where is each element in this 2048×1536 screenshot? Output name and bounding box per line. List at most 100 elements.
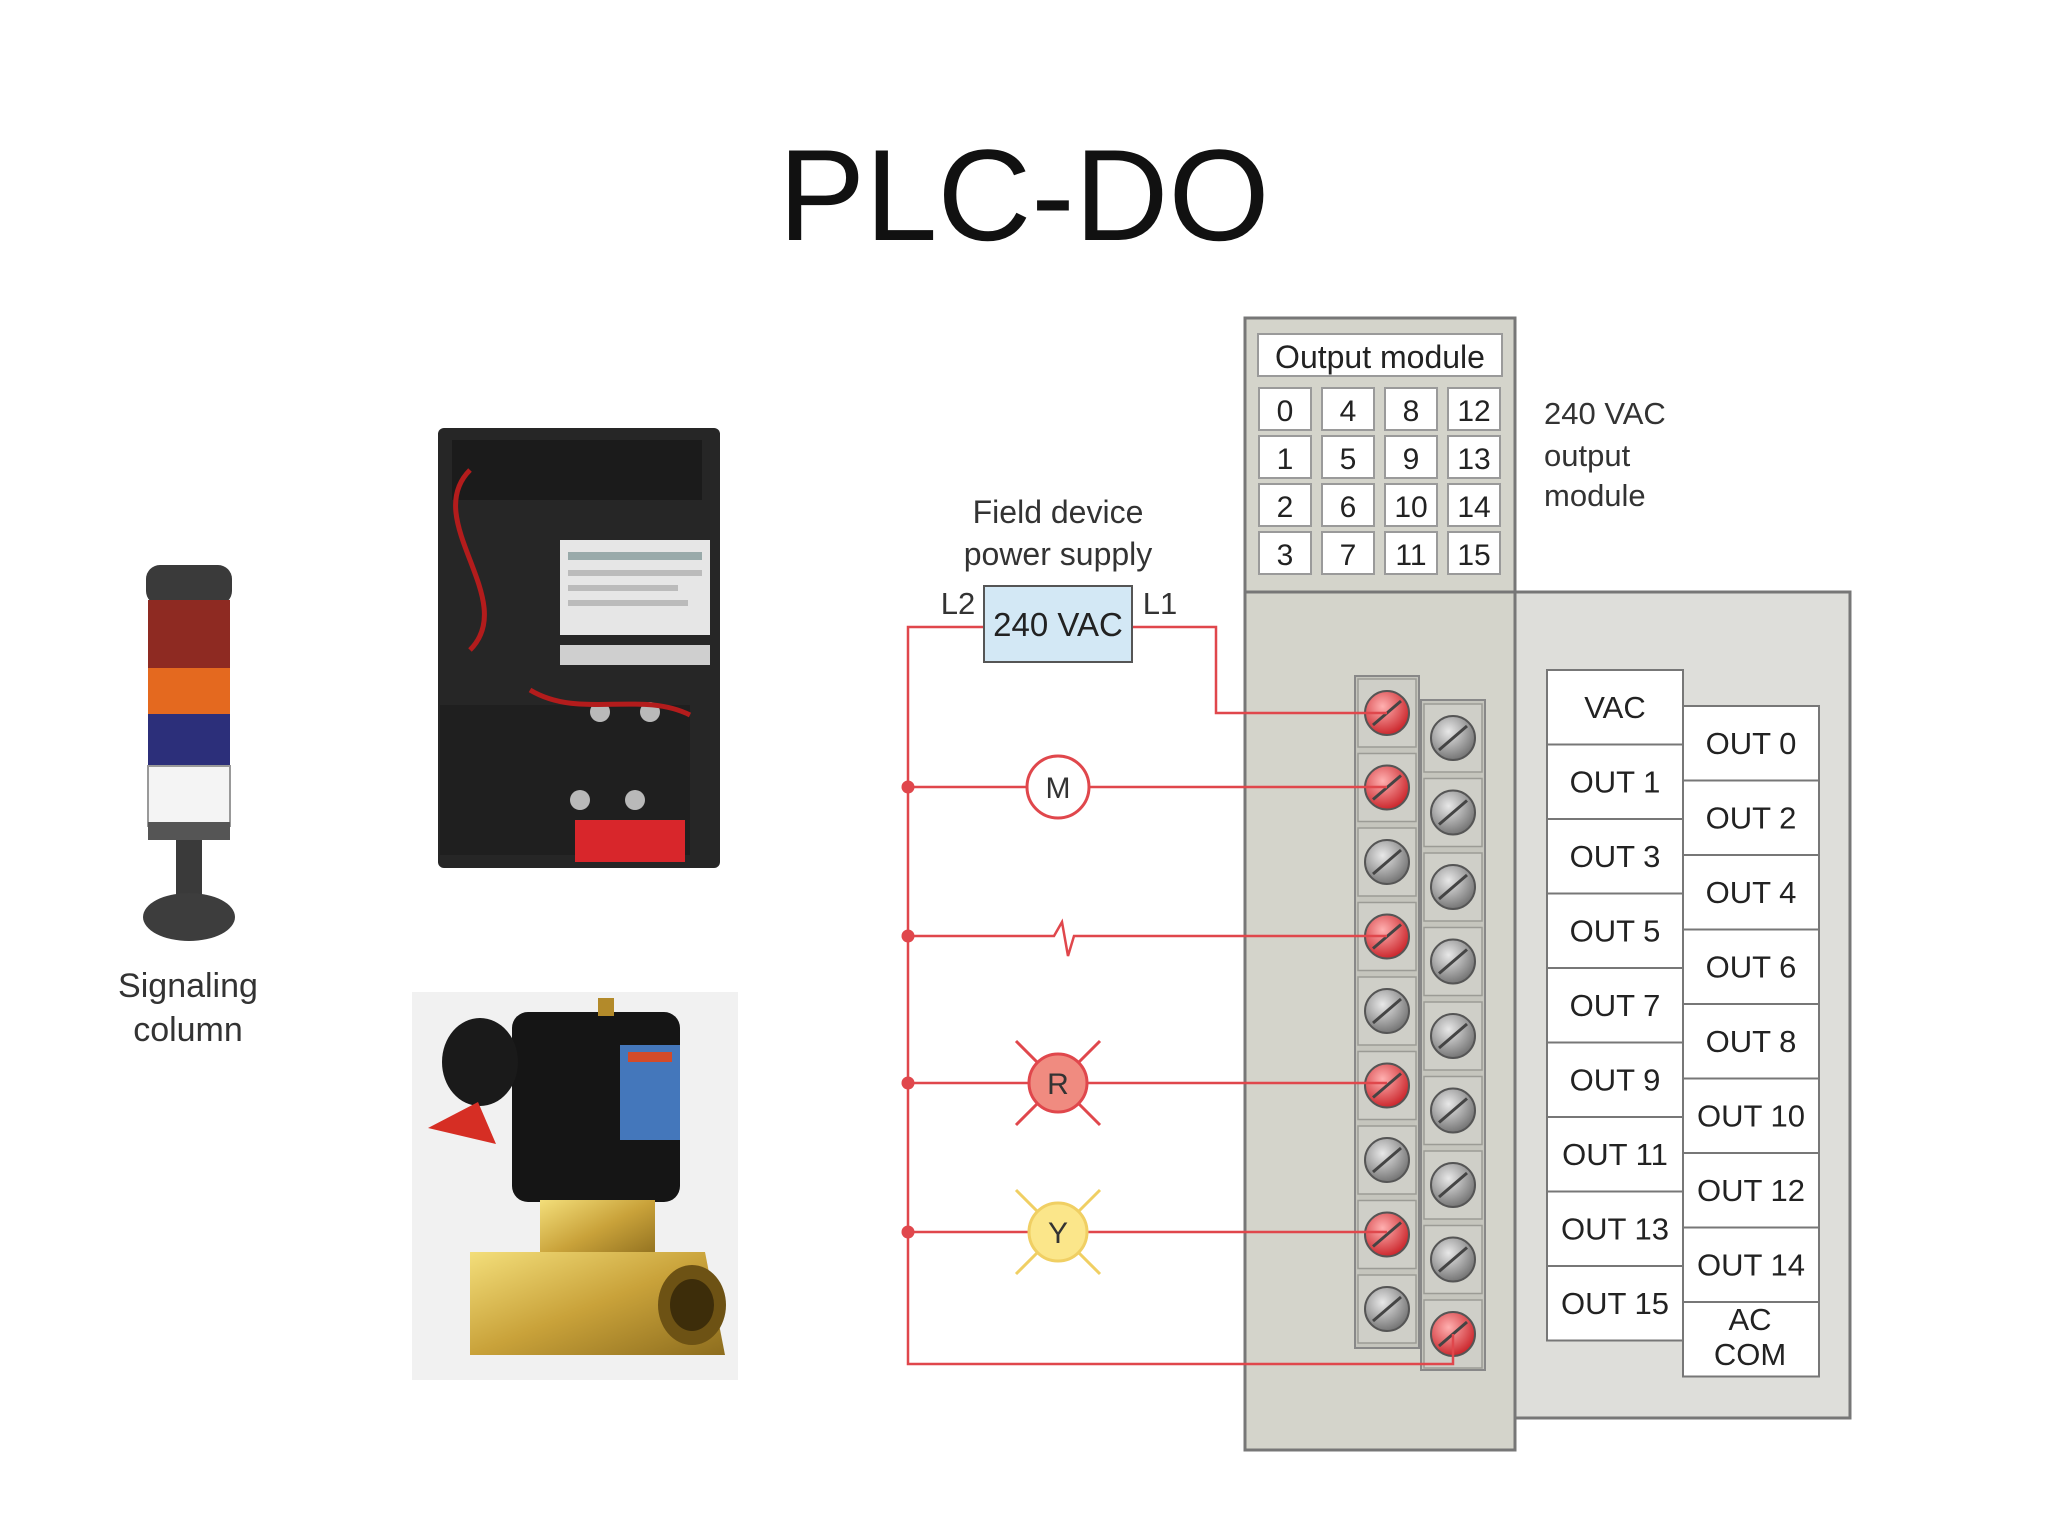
screw-slot xyxy=(1438,948,1468,975)
module-description-line2: output xyxy=(1544,438,1631,473)
power-supply-l2-label: L2 xyxy=(941,586,975,621)
wire xyxy=(908,918,1387,957)
left-terminal-label: OUT 5 xyxy=(1570,914,1661,949)
indicator-cell xyxy=(1258,435,1312,479)
red-lamp-symbol xyxy=(1027,1052,1089,1114)
right-terminal-label: OUT 8 xyxy=(1706,1024,1797,1059)
yellow-lamp-label: Y xyxy=(1048,1217,1068,1250)
power-supply: Field device power supply 240 VAC L2 L1 xyxy=(941,494,1177,663)
ac-com-line1: AC xyxy=(1728,1302,1771,1337)
indicator-cell xyxy=(1258,483,1312,527)
indicator-number: 8 xyxy=(1403,395,1420,428)
indicator-number: 15 xyxy=(1457,539,1490,572)
screw-slot xyxy=(1372,1072,1402,1099)
screw-slot xyxy=(1372,848,1402,876)
indicator-number: 10 xyxy=(1394,491,1427,524)
red-lamp-label: R xyxy=(1047,1068,1069,1101)
solenoid-valve-image xyxy=(412,992,738,1380)
right-label-cell xyxy=(1682,1226,1820,1303)
module-description-line3: module xyxy=(1544,478,1646,513)
motor-label: M xyxy=(1046,772,1071,805)
wire-junction-dot xyxy=(901,780,915,794)
contactor-image xyxy=(438,428,720,868)
left-terminal-label: OUT 9 xyxy=(1570,1063,1661,1098)
screw-slot xyxy=(1372,1295,1402,1323)
indicator-number: 4 xyxy=(1340,395,1357,428)
wire-junction-dot xyxy=(901,929,915,943)
indicator-number: 6 xyxy=(1340,491,1357,524)
signaling-column-caption-line1: Signaling xyxy=(118,967,258,1005)
right-terminal-label: OUT 6 xyxy=(1706,950,1797,985)
left-terminal-label: OUT 1 xyxy=(1570,765,1661,800)
right-terminal-label: OUT 14 xyxy=(1697,1248,1805,1283)
right-terminal-label: OUT 2 xyxy=(1706,801,1797,836)
screw-slot xyxy=(1438,724,1468,752)
left-label-cell xyxy=(1546,967,1684,1044)
right-label-cell xyxy=(1682,1152,1820,1229)
power-supply-voltage: 240 VAC xyxy=(993,606,1123,643)
indicator-cell xyxy=(1447,531,1501,575)
power-supply-box xyxy=(983,585,1133,663)
module-header-text: Output module xyxy=(1275,339,1485,375)
indicator-number: 12 xyxy=(1457,395,1490,428)
indicator-cell xyxy=(1321,531,1375,575)
module-header: Output module xyxy=(1275,339,1485,375)
load-motor: M xyxy=(1025,754,1091,820)
left-label-cell xyxy=(1546,1190,1684,1267)
screw-slot xyxy=(1438,1246,1468,1273)
indicator-cell xyxy=(1384,435,1438,479)
right-label-cell xyxy=(1682,928,1820,1005)
screw-slot xyxy=(1438,1022,1468,1050)
indicator-cell xyxy=(1447,483,1501,527)
signaling-column-image xyxy=(143,565,235,941)
screw-slot xyxy=(1372,1146,1402,1174)
indicator-number: 2 xyxy=(1277,491,1294,524)
signaling-column-caption-line2: column xyxy=(133,1011,243,1049)
left-terminal-label: VAC xyxy=(1584,690,1645,725)
indicator-number: 9 xyxy=(1403,443,1420,476)
indicator-cell xyxy=(1321,483,1375,527)
power-supply-caption-line1: Field device xyxy=(973,494,1144,530)
left-label-cell xyxy=(1546,743,1684,820)
left-terminal-label: OUT 3 xyxy=(1570,839,1661,874)
load-yellow-lamp: Y xyxy=(1014,1188,1102,1276)
left-terminal-label: OUT 15 xyxy=(1561,1286,1669,1321)
screw-slot xyxy=(1438,1097,1468,1124)
slide-title: PLC-DO xyxy=(778,122,1270,268)
right-terminal-label: OUT 10 xyxy=(1697,1099,1805,1134)
ac-com-cell xyxy=(1682,1301,1820,1378)
indicator-number: 0 xyxy=(1277,395,1294,428)
wire-junction-dot xyxy=(901,1225,915,1239)
indicator-number: 1 xyxy=(1277,443,1294,476)
field-wiring xyxy=(901,625,1455,1366)
screw-slot xyxy=(1372,1221,1402,1248)
screw-slot xyxy=(1438,873,1468,901)
indicator-number: 5 xyxy=(1340,443,1357,476)
module-description: 240 VAC output module xyxy=(1544,396,1666,513)
power-supply-caption-line2: power supply xyxy=(964,536,1153,572)
signaling-column-caption: Signaling column xyxy=(88,964,288,1052)
right-terminal-label: OUT 12 xyxy=(1697,1173,1805,1208)
right-label-cell xyxy=(1682,1077,1820,1154)
indicator-cell xyxy=(1384,483,1438,527)
screw-slot xyxy=(1438,1171,1468,1199)
indicator-cell xyxy=(1321,435,1375,479)
indicator-cell xyxy=(1447,387,1501,431)
wire xyxy=(1132,625,1387,715)
power-supply-l1-label: L1 xyxy=(1143,586,1177,621)
left-terminal-label: OUT 13 xyxy=(1561,1212,1669,1247)
yellow-lamp-symbol xyxy=(1027,1201,1089,1263)
wire-junction-dot xyxy=(901,1076,915,1090)
left-label-cell xyxy=(1546,1116,1684,1193)
left-label-cell xyxy=(1546,1041,1684,1118)
right-label-cell xyxy=(1682,854,1820,931)
indicator-cell xyxy=(1321,387,1375,431)
screw-slot xyxy=(1372,997,1402,1025)
screw-slot xyxy=(1438,799,1468,826)
indicator-number: 11 xyxy=(1395,539,1426,572)
ac-com-label: AC COM xyxy=(1714,1302,1786,1372)
load-red-lamp: R xyxy=(1014,1039,1102,1127)
right-terminal-label: OUT 4 xyxy=(1706,875,1797,910)
